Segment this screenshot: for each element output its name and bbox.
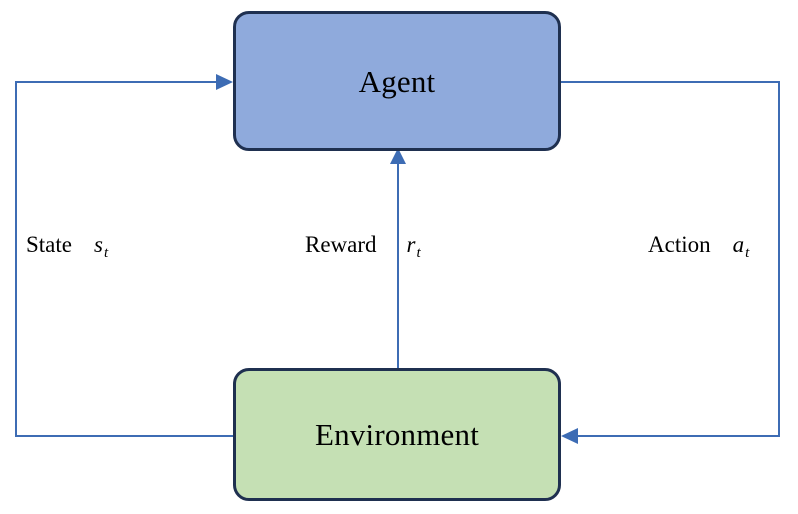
environment-node-label: Environment bbox=[314, 417, 480, 452]
reward-edge-label: Reward rt bbox=[305, 232, 421, 261]
reward-label-symbol: rt bbox=[406, 232, 421, 261]
state-label-symbol: st bbox=[94, 232, 109, 261]
action-edge-bottom-segment bbox=[578, 435, 779, 437]
state-label-word: State bbox=[26, 232, 72, 257]
reward-arrow-icon bbox=[390, 148, 406, 164]
action-edge-right-segment bbox=[778, 81, 780, 437]
environment-node: Environment bbox=[233, 368, 561, 501]
action-label-symbol: at bbox=[732, 232, 750, 261]
state-arrow-icon bbox=[216, 74, 233, 90]
state-symbol-base: s bbox=[94, 232, 103, 257]
state-edge-top-segment bbox=[15, 81, 218, 83]
reward-symbol-subscript: t bbox=[416, 245, 421, 261]
action-label-word: Action bbox=[648, 232, 711, 257]
state-edge-left-segment bbox=[15, 81, 17, 437]
reward-symbol-base: r bbox=[406, 232, 416, 257]
state-edge-label: State st bbox=[26, 232, 109, 261]
reward-edge-segment bbox=[397, 152, 399, 370]
action-edge-top-segment bbox=[560, 81, 780, 83]
state-edge-bottom-segment bbox=[15, 435, 234, 437]
action-edge-label: Action at bbox=[648, 232, 750, 261]
state-symbol-subscript: t bbox=[103, 245, 109, 261]
action-symbol-base: a bbox=[732, 232, 745, 257]
action-symbol-subscript: t bbox=[745, 245, 750, 261]
action-arrow-icon bbox=[561, 428, 578, 444]
agent-node-label: Agent bbox=[358, 63, 436, 99]
reward-label-word: Reward bbox=[305, 232, 377, 257]
agent-node: Agent bbox=[233, 11, 561, 151]
